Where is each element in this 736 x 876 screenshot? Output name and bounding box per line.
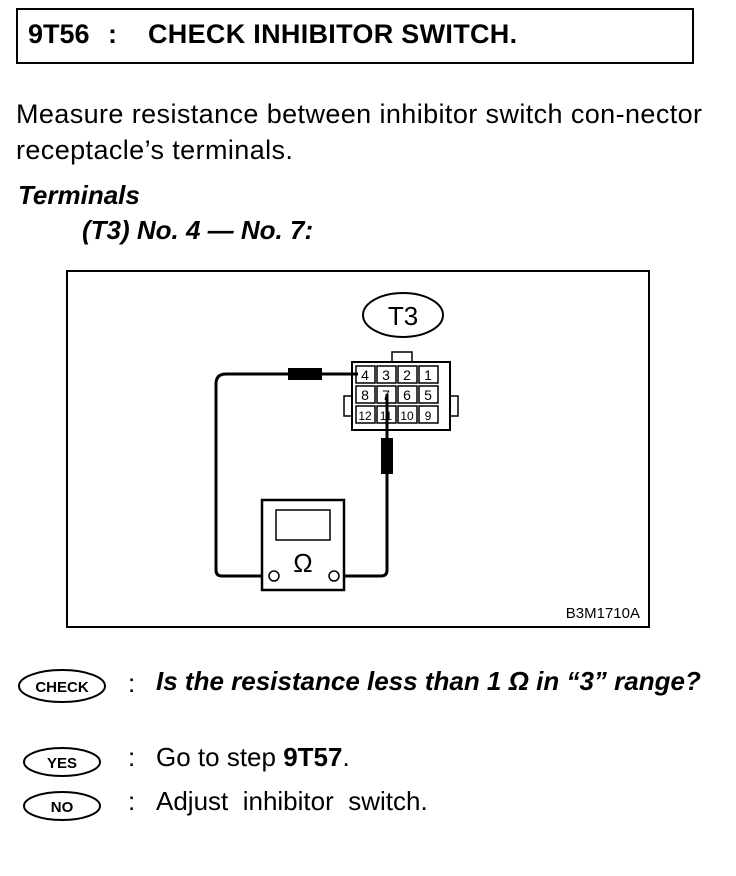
pin-cell <box>418 405 439 424</box>
connector-latch <box>391 351 413 363</box>
check-question: Is the resistance less than 1 Ω in “3” r… <box>156 666 701 696</box>
pin-label: 10 <box>400 409 414 423</box>
yes-colon: : <box>128 742 136 772</box>
pin-label: 6 <box>403 387 411 403</box>
svg-text:CHECK: CHECK <box>35 679 89 696</box>
connector-label: T3 <box>388 301 418 331</box>
pin-label: 12 <box>358 409 372 423</box>
meter-display <box>275 509 331 541</box>
pin-cell <box>355 405 376 424</box>
terminals-spec: (T3) No. 4 — No. 7: <box>82 215 314 245</box>
figure-frame <box>66 270 650 628</box>
pin-label: 8 <box>361 387 369 403</box>
yes-text-suffix: . <box>342 742 350 772</box>
meter-symbol: Ω <box>293 548 312 578</box>
step-header: 9T56 : CHECK INHIBITOR SWITCH. <box>16 8 694 64</box>
pin-row-2: 8 7 6 5 <box>355 385 439 404</box>
instruction-text: Measure resistance between inhibitor swi… <box>16 99 703 165</box>
pin-label: 4 <box>361 367 369 383</box>
pin-label: 5 <box>424 387 432 403</box>
pin-label: 3 <box>382 367 390 383</box>
no-badge: NO <box>23 791 101 821</box>
pin-cell <box>418 385 439 404</box>
pin-cell <box>397 365 418 384</box>
pin-label: 1 <box>424 367 432 383</box>
step-separator: : <box>108 19 117 49</box>
probe-lead-right <box>340 394 393 578</box>
connector-tab-right <box>449 395 459 417</box>
pin-label: 9 <box>425 409 432 423</box>
check-badge: CHECK <box>18 669 106 703</box>
yes-text-prefix: Go to step <box>156 742 284 772</box>
no-colon: : <box>128 786 136 816</box>
pin-cell <box>376 365 397 384</box>
connector-label-ellipse <box>362 292 444 338</box>
pin-row-3: 12 11 10 9 <box>355 405 439 424</box>
no-text: Adjust inhibitor switch. <box>156 786 428 816</box>
step-code: 9T56 <box>28 19 90 49</box>
ohmmeter: Ω <box>260 498 346 592</box>
pin-cell <box>397 405 418 424</box>
pin-cell <box>355 385 376 404</box>
pin-cell <box>418 365 439 384</box>
meter-terminal-left <box>268 570 280 582</box>
yes-text: Go to step 9T57. <box>156 740 350 774</box>
svg-text:NO: NO <box>51 799 74 816</box>
connector-tab-left <box>343 395 353 417</box>
pin-row-1: 4 3 2 1 <box>355 365 439 384</box>
meter-terminal-right <box>328 570 340 582</box>
check-colon: : <box>128 668 136 698</box>
yes-badge: YES <box>23 747 101 777</box>
probe-lead-left <box>214 368 358 578</box>
pin-cell <box>397 385 418 404</box>
figure-code: B3M1710A <box>566 605 640 622</box>
svg-text:YES: YES <box>47 755 77 772</box>
step-title: CHECK INHIBITOR SWITCH. <box>148 19 518 49</box>
pin-label: 2 <box>403 367 411 383</box>
connector-diagram: T3 4 3 2 1 8 7 6 5 12 11 10 9 <box>66 270 650 628</box>
terminals-heading: Terminals <box>18 180 140 210</box>
yes-step-link[interactable]: 9T57 <box>283 742 343 772</box>
